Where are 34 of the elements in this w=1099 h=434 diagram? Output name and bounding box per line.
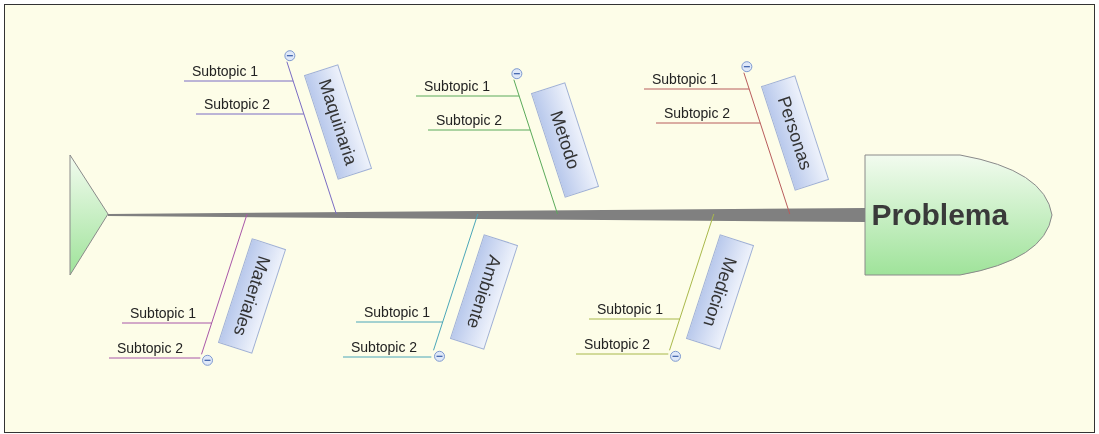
subtopic-label: Subtopic 1: [192, 63, 259, 79]
subtopic-label: Subtopic 1: [424, 78, 491, 94]
branch-line: [743, 72, 791, 215]
subtopic-line: [183, 80, 294, 82]
subtopic-line: [342, 356, 432, 358]
subtopic-line: [121, 322, 213, 324]
branch-line: [433, 213, 479, 351]
subtopic-label: Subtopic 1: [364, 304, 431, 320]
subtopic-line: [108, 357, 201, 359]
subtopic-label: Subtopic 2: [584, 336, 651, 352]
subtopic-label: Subtopic 2: [351, 339, 418, 355]
branch-line: [513, 79, 558, 215]
subtopic-line: [355, 321, 444, 323]
subtopic-line: [575, 353, 669, 355]
branch-line: [669, 213, 715, 351]
branch-line: [201, 213, 248, 355]
subtopic-label: Subtopic 2: [117, 340, 184, 356]
subtopic-line: [588, 318, 681, 320]
fish-head: [864, 154, 1053, 276]
subtopic-line: [655, 122, 761, 124]
spine-line: [108, 208, 865, 222]
subtopic-label: Subtopic 2: [436, 112, 503, 128]
subtopic-label: Subtopic 2: [664, 105, 731, 121]
subtopic-line: [415, 95, 520, 97]
problem-label: Problema: [871, 198, 1009, 232]
subtopic-line: [427, 129, 531, 131]
branch-line: [286, 61, 337, 215]
subtopic-label: Subtopic 1: [130, 305, 197, 321]
subtopic-label: Subtopic 1: [597, 301, 664, 317]
subtopic-line: [195, 113, 305, 115]
subtopic-label: Subtopic 2: [204, 96, 271, 112]
subtopic-line: [643, 88, 750, 90]
tail-triangle: [69, 154, 109, 276]
subtopic-label: Subtopic 1: [652, 71, 719, 87]
